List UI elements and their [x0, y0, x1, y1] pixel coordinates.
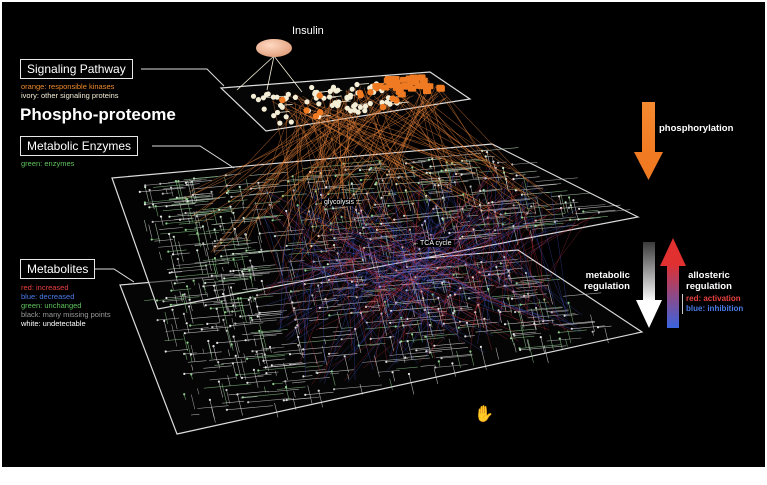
phosphorylation-arrow	[634, 102, 663, 180]
legend-activation: red: activation	[686, 294, 741, 303]
signaling-nodes	[250, 74, 445, 126]
regulation-links	[252, 162, 597, 385]
legend-green: green: unchanged	[21, 301, 82, 310]
signaling-legend: orange: responsible kinases ivory: other…	[21, 82, 119, 100]
phosphorylation-label: phosphorylation	[659, 123, 734, 134]
tca-cycle-label: TCA cycle	[418, 240, 454, 247]
signaling-pathway-label: Signaling Pathway	[20, 59, 133, 79]
metabolic-regulation-label: metabolic regulation	[584, 270, 630, 292]
metabolite-network	[144, 255, 612, 423]
network-diagram	[88, 39, 686, 435]
insulin-node	[256, 39, 292, 57]
hand-cursor-icon: ✋	[474, 406, 494, 423]
phospho-proteome-title: Phospho-proteome	[20, 105, 176, 124]
legend-ivory: ivory: other signaling proteins	[21, 91, 119, 100]
allosteric-regulation-arrow	[660, 238, 686, 328]
legend-inhibition: blue: inhibition	[686, 304, 744, 313]
allosteric-legend: red: activation blue: inhibition	[682, 294, 743, 314]
glycolysis-label: glycolysis	[322, 199, 356, 206]
legend-red: red: increased	[21, 283, 69, 292]
diagram-frame: Insulin Signaling Pathway orange: respon…	[2, 2, 765, 467]
legend-white: white: undetectable	[21, 319, 86, 328]
legend-green-enzymes: green: enzymes	[21, 159, 75, 168]
metabolic-enzymes-label: Metabolic Enzymes	[20, 136, 139, 156]
metabolites-legend: red: increased blue: decreased green: un…	[21, 283, 111, 328]
enzymes-legend: green: enzymes	[21, 159, 74, 168]
metabolites-label: Metabolites	[20, 259, 96, 279]
legend-black: black: many missing points	[21, 310, 111, 319]
legend-orange: orange: responsible kinases	[21, 82, 115, 91]
insulin-label: Insulin	[292, 25, 324, 37]
legend-blue: blue: decreased	[21, 292, 75, 301]
metabolic-regulation-arrow	[636, 242, 662, 328]
phosphorylation-links	[183, 79, 558, 263]
allosteric-regulation-label: allosteric regulation	[686, 270, 732, 292]
